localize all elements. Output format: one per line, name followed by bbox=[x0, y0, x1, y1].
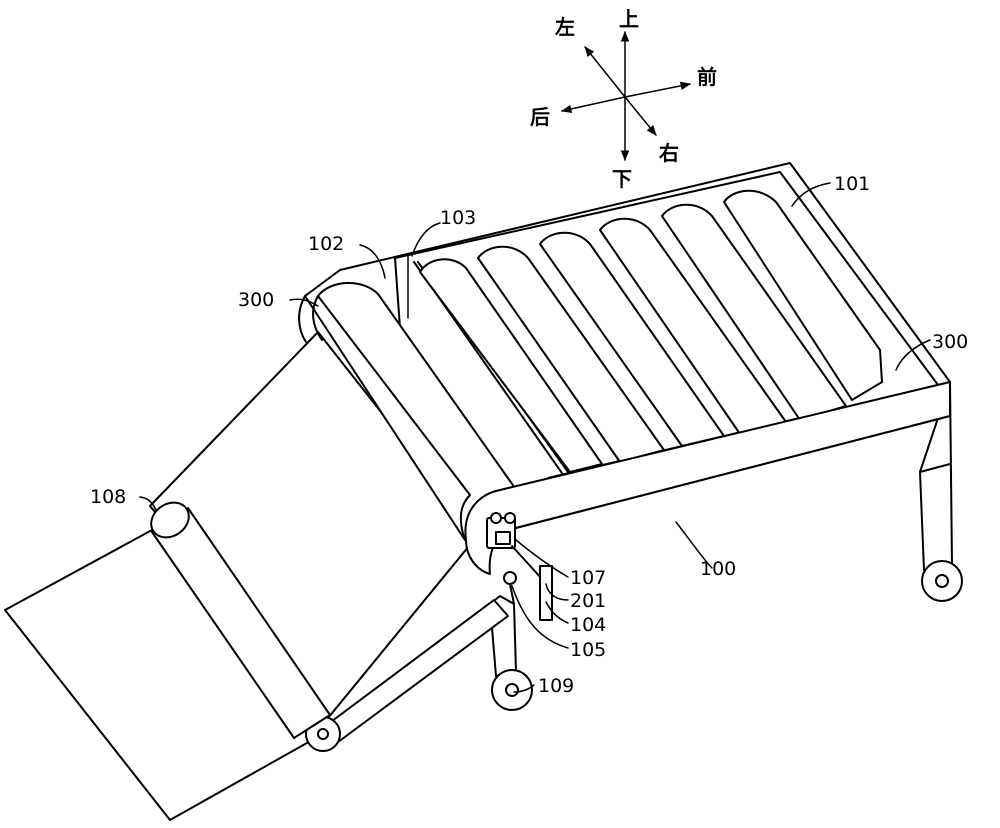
label-104: 104 bbox=[570, 614, 606, 636]
label-108: 108 bbox=[90, 486, 126, 508]
direction-down-label: 下 bbox=[612, 167, 632, 191]
label-201: 201 bbox=[570, 590, 606, 612]
label-100: 100 bbox=[700, 558, 736, 580]
label-105: 105 bbox=[570, 639, 606, 661]
tank-rollers bbox=[419, 189, 883, 473]
direction-up-label: 上 bbox=[619, 7, 639, 31]
part-labels: 101 102 103 300 300 100 108 107 201 104 … bbox=[90, 173, 968, 697]
label-103: 103 bbox=[440, 207, 476, 229]
direction-right-label: 右 bbox=[659, 141, 679, 165]
direction-front-label: 前 bbox=[697, 65, 717, 89]
left-wheel bbox=[491, 669, 533, 711]
direction-left-label: 左 bbox=[555, 15, 575, 39]
roller-end-cap bbox=[298, 295, 307, 343]
label-101: 101 bbox=[834, 173, 870, 195]
label-109: 109 bbox=[538, 675, 574, 697]
label-300-right: 300 bbox=[932, 331, 968, 353]
right-leg bbox=[919, 381, 963, 602]
label-107: 107 bbox=[570, 567, 606, 589]
right-wheel bbox=[921, 560, 963, 602]
left-leg bbox=[489, 595, 533, 711]
leader-lines bbox=[139, 182, 931, 693]
front-roller bbox=[150, 501, 331, 739]
direction-compass: 上 下 左 右 前 后 bbox=[530, 7, 717, 191]
direction-back-label: 后 bbox=[530, 105, 550, 129]
label-300-left: 300 bbox=[238, 289, 274, 311]
label-102: 102 bbox=[308, 233, 344, 255]
pivot-105 bbox=[503, 571, 517, 585]
